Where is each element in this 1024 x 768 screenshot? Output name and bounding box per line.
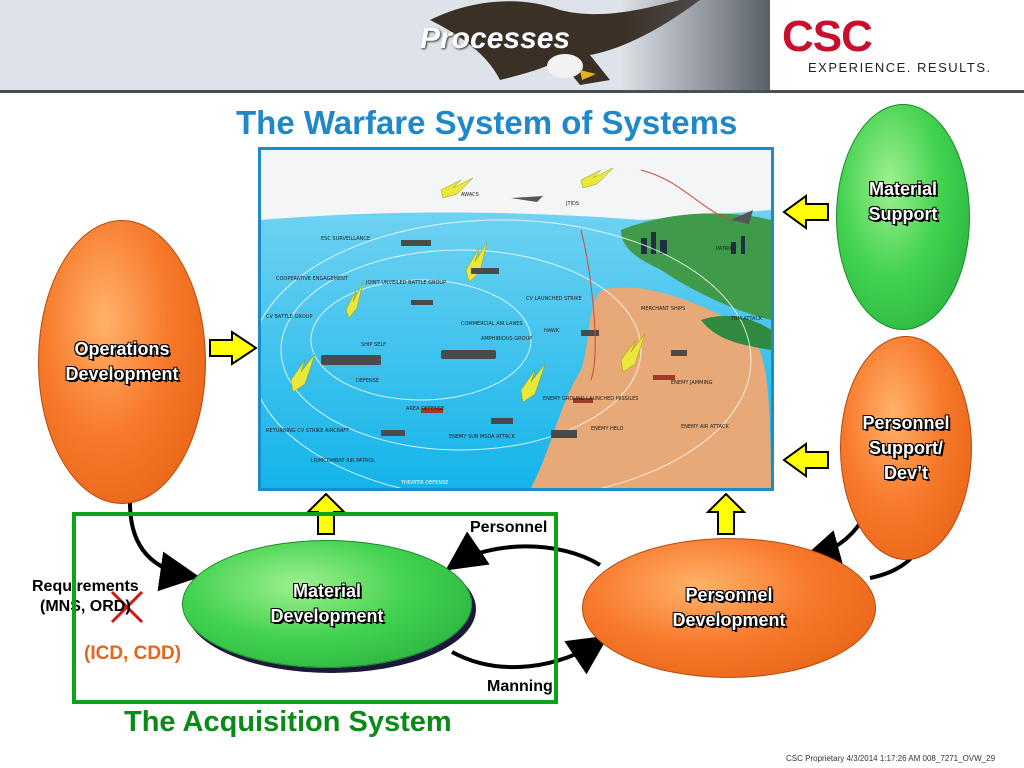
scene-label-awacs: AWACS (461, 192, 479, 198)
slide-section-title: Processes (420, 22, 571, 55)
manning-flow-label: Manning (487, 678, 553, 695)
scene-label-enemy-sub: ENEMY SUB MSDA ATTACK (449, 434, 516, 440)
scene-label-amphib: AMPHIBIOUS GROUP (481, 336, 532, 342)
main-title: The Warfare System of Systems (236, 104, 738, 141)
material-support-label: Material Support (868, 179, 938, 224)
scene-label-enemy-air: ENEMY AIR ATTACK (681, 424, 729, 430)
scene-label-merchant: MERCHANT SHIPS (641, 306, 685, 312)
scene-label-theater: THEATER DEFENSE (400, 480, 448, 486)
acquisition-system-box (72, 512, 558, 704)
material-support-oval: Material Support (836, 104, 970, 330)
acquisition-system-title: The Acquisition System (124, 706, 452, 738)
material-development-oval: Material Development (182, 540, 472, 668)
scene-label-esc: ESC SURVEILLANCE (321, 236, 370, 242)
icd-cdd-label: (ICD, CDD) (84, 643, 182, 664)
scene-label-hawk: HAWK (544, 328, 560, 334)
csc-logo: CSC (782, 12, 873, 61)
csc-tagline: EXPERIENCE. RESULTS. (808, 60, 992, 75)
scene-label-air-lanes: COMMERCIAL AIR LANES (461, 321, 523, 327)
banner-shade (620, 0, 770, 90)
footer-proprietary: CSC Proprietary 4/3/2014 1:17:26 AM 008_… (786, 754, 996, 763)
scene-label-enemy-jam: ENEMY JAMMING (671, 380, 713, 386)
personnel-flow-label: Personnel (470, 519, 548, 536)
header-divider (0, 90, 1024, 93)
arrow-left-icon (782, 442, 829, 478)
scene-label-area: AREA DEFENSE (406, 406, 444, 412)
operations-development-label: Operations Development (65, 339, 179, 384)
scene-label-enemy-ground: ENEMY GROUND LAUNCHED MISSILES (543, 396, 638, 402)
warfare-scene-image: AWACS JTIDS ESC SURVEILLANCE COOPERATIVE… (258, 147, 774, 491)
header-bar: Processes CSC EXPERIENCE. RESULTS. (0, 0, 1024, 93)
scene-label-enemy-helo: ENEMY HELO (591, 426, 624, 432)
warfare-scene-drawing: AWACS JTIDS ESC SURVEILLANCE COOPERATIVE… (261, 150, 771, 488)
scene-label-patriot: PATRIOT (716, 246, 738, 252)
scene-label-coop: COOPERATIVE ENGAGEMENT (276, 276, 349, 282)
scene-label-jtids: JTIDS (565, 201, 579, 207)
arrow-up-icon (705, 492, 747, 535)
arrow-left-icon (782, 194, 829, 230)
personnel-development-oval: Personnel Development (582, 538, 876, 678)
personnel-support-label: Personnel Support/ Dev’t (862, 412, 950, 483)
scene-label-returning: RETURNING CV STRIKE AIRCRAFT (266, 428, 350, 434)
personnel-development-label: Personnel Development (672, 585, 786, 630)
operations-development-oval: Operations Development (38, 220, 206, 504)
material-development-label: Material Development (270, 581, 384, 626)
personnel-support-oval: Personnel Support/ Dev’t (840, 336, 972, 560)
scene-label-cv-strike: CV LAUNCHED STRIKE (526, 296, 582, 302)
scene-label-defense: DEFENSE (356, 378, 379, 384)
scene-label-ship-self: SHIP SELF (361, 342, 386, 348)
scene-label-cv-battle: CV BATTLE GROUP (266, 314, 312, 320)
arrow-right-icon (209, 330, 258, 366)
scene-label-lrm: LR/MCOMBAT AIR PATROL (311, 458, 375, 464)
scene-label-joint: JOINT UNVEILED BATTLE GROUP (365, 280, 446, 286)
strike-x-icon (110, 590, 144, 624)
scene-label-tbm: TBM ATTACK (730, 316, 763, 322)
